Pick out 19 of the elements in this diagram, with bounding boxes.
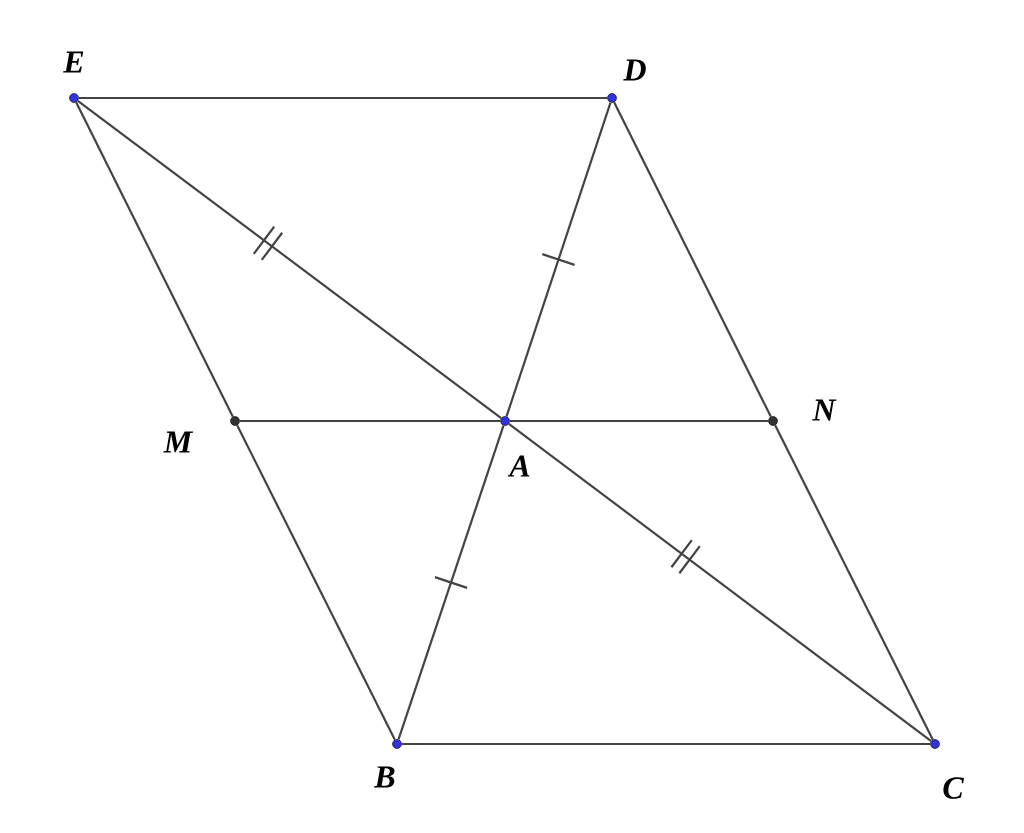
point-label: C [943, 777, 964, 799]
line-segment [509, 419, 769, 423]
line-segment [774, 424, 934, 741]
point-label: N [812, 399, 837, 421]
point-label: M [163, 431, 194, 453]
line-segment [78, 96, 608, 100]
line-segment [508, 423, 932, 742]
point-label: E [63, 51, 84, 73]
line-segment [236, 424, 396, 741]
line-segment [75, 101, 234, 418]
line-segment [401, 742, 931, 746]
point-label: D [623, 59, 646, 81]
point-label: A [507, 455, 530, 477]
line-segment [505, 102, 612, 417]
line-segment [397, 425, 505, 740]
line-segment [239, 419, 501, 423]
point-label: B [374, 766, 395, 788]
line-segment [77, 100, 502, 419]
line-segment [613, 101, 772, 418]
